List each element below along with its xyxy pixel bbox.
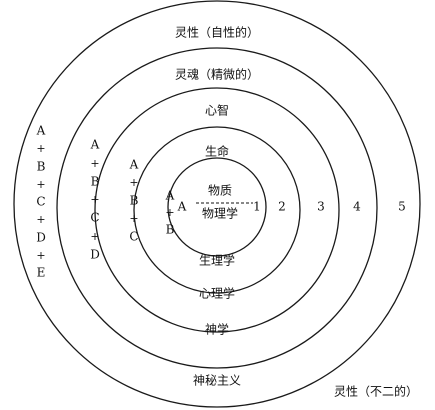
stack-2-item: + [129, 212, 138, 225]
stack-1-item: B [166, 223, 175, 237]
soul-label: 灵魂（精微的） [175, 67, 259, 82]
mysticism-label: 神秘主义 [193, 374, 241, 388]
mind-label: 心智 [205, 103, 229, 118]
stack-4-item: C [36, 195, 45, 209]
matter-label: 物质 [208, 184, 232, 198]
stack-4-item: + [36, 178, 45, 191]
stack-4-item: D [36, 231, 46, 245]
physiology-label: 生理学 [199, 253, 235, 268]
stack-4-item: E [37, 266, 46, 280]
stack-3-item: C [90, 211, 99, 225]
physics-label: 物理学 [202, 206, 238, 221]
core-letter: A [177, 200, 187, 214]
ring-soul [56, 47, 378, 369]
theology-label: 神学 [205, 322, 229, 337]
stack-3-item: + [90, 157, 99, 170]
level-number-2: 2 [278, 200, 286, 214]
life-label: 生命 [205, 144, 229, 159]
nondual-spirit-label: 灵性（不二的） [334, 384, 418, 399]
stack-4-item: + [36, 213, 45, 226]
ring-mind [94, 87, 340, 333]
stack-4-item: + [36, 142, 45, 155]
stack-2-item: + [129, 176, 138, 189]
stack-4-item: B [37, 160, 46, 174]
stack-3-item: + [90, 230, 99, 243]
stack-2-item: A [129, 158, 139, 172]
ring-matter [167, 157, 267, 257]
psychology-label: 心理学 [199, 286, 235, 301]
stack-3-item: A [90, 138, 100, 152]
stack-2-item: B [130, 194, 139, 208]
level-number-1: 1 [253, 200, 261, 214]
stack-4-item: A [36, 124, 46, 138]
stack-3-item: B [91, 175, 100, 189]
stack-2-item: C [129, 230, 138, 244]
stack-3-item: D [90, 248, 100, 262]
stack-3-item: + [90, 193, 99, 206]
stack-1-item: A [165, 189, 175, 203]
stack-1-item: + [165, 206, 174, 219]
level-number-3: 3 [317, 200, 325, 214]
level-number-5: 5 [398, 200, 406, 214]
ring-life [133, 126, 301, 294]
level-number-4: 4 [353, 200, 361, 214]
outer-spirit-label: 灵性（自性的） [175, 25, 259, 40]
stack-4-item: + [36, 249, 45, 262]
ring-spirit [13, 0, 421, 408]
